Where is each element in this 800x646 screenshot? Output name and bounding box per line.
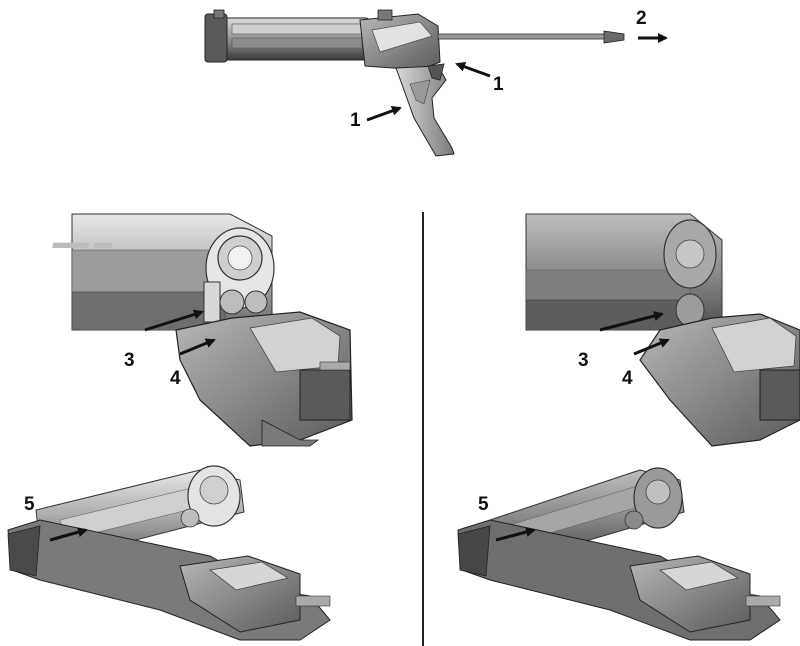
arrow-slide-left — [49, 527, 88, 542]
callout-trigger: 1 — [350, 110, 361, 131]
left-open-figure: 5 — [7, 465, 331, 641]
arrow-holder-right — [599, 311, 664, 332]
callout-latch-right: 4 — [622, 368, 633, 389]
arrow-trigger — [366, 106, 402, 122]
cartridge-holder — [204, 9, 371, 63]
callout-slide-left: 5 — [24, 494, 35, 515]
arrow-latch-right — [633, 338, 670, 356]
callout-latch-left: 4 — [170, 368, 181, 389]
arrow-latch — [179, 338, 216, 356]
callout-plunger: 2 — [636, 8, 647, 29]
callout-holder-right: 3 — [578, 350, 589, 371]
callout-holder-left: 3 — [124, 350, 135, 371]
right-closeup-figure: 3 4 — [525, 213, 800, 447]
arrow-release-lever — [455, 62, 491, 78]
brand-emboss: ▬▬ ▬ — [52, 232, 115, 252]
left-closeup-figure: ▬▬ ▬ 3 4 — [52, 213, 353, 447]
dispenser-head — [359, 9, 441, 71]
release-lever — [427, 63, 445, 81]
plunger-rod — [437, 30, 625, 44]
handle-grip — [395, 65, 455, 157]
small-port-a — [219, 289, 245, 315]
small-port-b — [244, 290, 268, 314]
right-open-figure: 5 — [457, 467, 781, 641]
arrow-holder — [144, 309, 204, 332]
callout-slide-right: 5 — [478, 494, 489, 515]
callout-release-lever: 1 — [493, 74, 504, 95]
holder-clip — [203, 281, 221, 323]
top-dispenser-figure: 1 1 2 — [204, 8, 668, 157]
arrow-slide-right — [495, 527, 536, 542]
